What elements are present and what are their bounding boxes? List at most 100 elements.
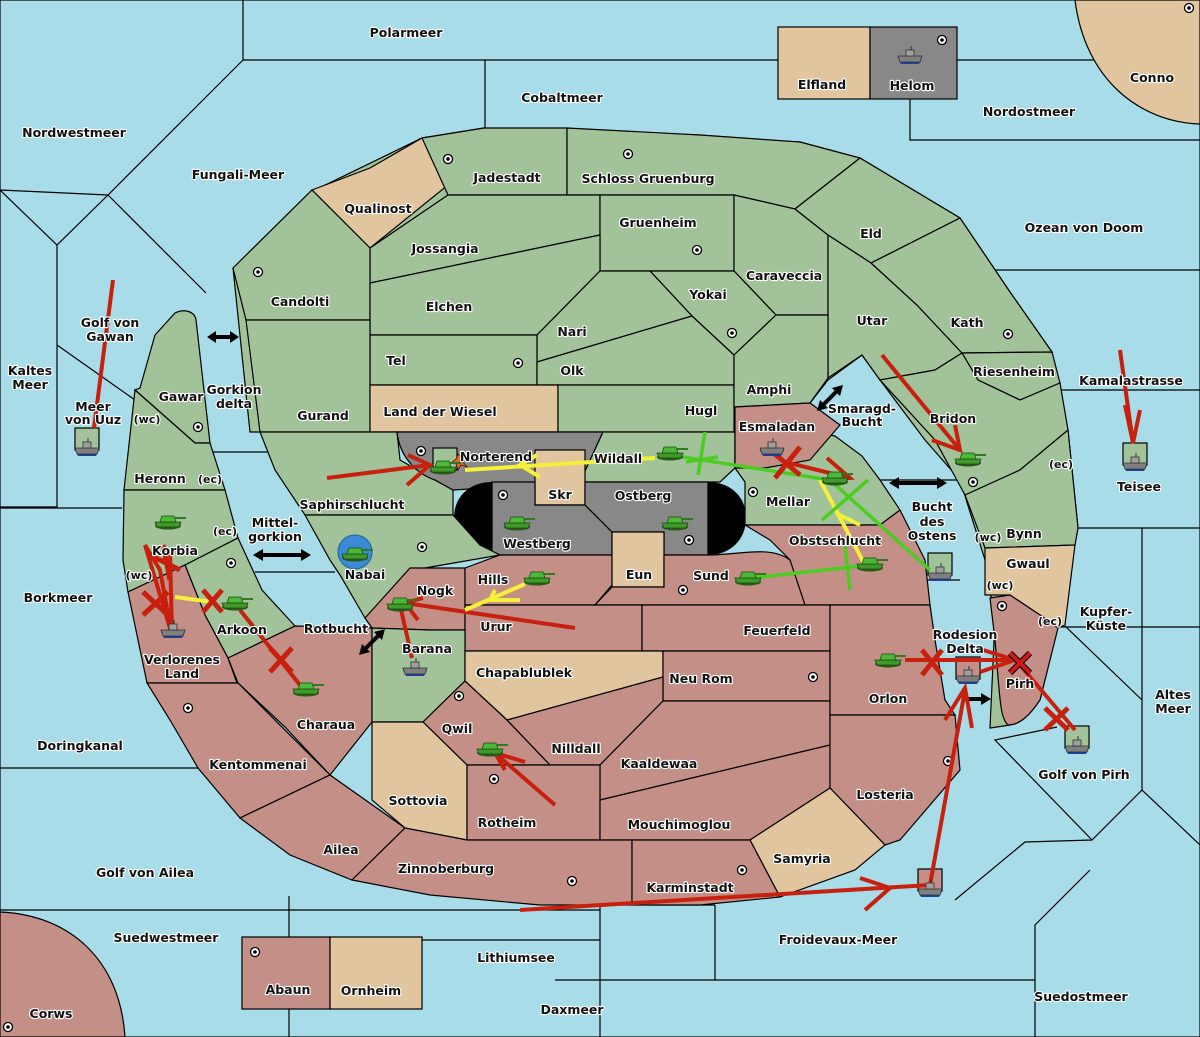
supply-center-icon [967,476,979,488]
territory-amphi[interactable] [733,314,829,408]
order-support [464,582,526,612]
supply-center-icon [2,1021,14,1033]
coast-label-bridon-ec: (ec) [1049,458,1073,471]
label-charaua: Charaua [297,717,355,732]
supply-center-icon [249,946,261,958]
label-froidevaux: Froidevaux-Meer [779,932,898,947]
failed-x-icon [201,588,224,614]
supply-center-icon [512,357,524,369]
label-doringkanal: Doringkanal [37,738,123,753]
label-candolti: Candolti [271,294,330,309]
territory-gruenheim[interactable] [599,194,735,272]
order-support [486,589,520,602]
label-gwaul: Gwaul [1006,556,1049,571]
label-nogk: Nogk [417,583,454,598]
label-norterend: Norterend [460,449,532,464]
label-borkmeer: Borkmeer [24,590,94,605]
label-gorkion: Gorkion [206,382,261,397]
label-elchen: Elchen [426,299,473,314]
failed-x-icon [268,646,294,674]
label-rodesion-2: Delta [946,641,984,656]
label-zinnoberburg: Zinnoberburg [398,861,494,876]
label-qualinost: Qualinost [344,201,411,216]
failed-x-icon [141,590,170,617]
failed-x-icon [920,648,944,677]
label-orlon: Orlon [869,691,908,706]
units [74,45,1148,898]
territory-karminstadt[interactable] [631,839,781,906]
order-move [404,601,576,630]
label-riesenheim: Riesenheim [973,364,1055,379]
dislodged-x-icon [1008,651,1032,675]
label-samyria: Samyria [773,851,831,866]
supply-center-icon [691,244,703,256]
label-ozean: Ozean von Doom [1025,220,1144,235]
label-rotbucht: Rotbucht [304,621,368,636]
order-move [928,689,967,886]
label-kath: Kath [951,315,984,330]
label-nabai: Nabai [345,567,386,582]
coast-label-bynn-wc: (wc) [975,531,1002,544]
label-smaragd: Smaragd- [828,401,896,416]
order-move [943,682,974,729]
order-support [836,512,861,527]
label-helom: Helom [890,78,935,93]
territory-ornheim[interactable] [329,936,423,1010]
supply-center-icon [182,702,194,714]
supply-center-icon [497,489,509,501]
order-support [174,595,213,604]
label-schloss: Schloss Gruenburg [581,171,714,186]
coast-label-gwaul-wc: (wc) [987,579,1014,592]
label-golf-ailea: Golf von Ailea [96,865,194,880]
coast-label-heronn-ec: (ec) [198,473,222,486]
order-move [405,453,434,487]
label-smaragd-2: Bucht [842,414,883,429]
label-tel: Tel [386,353,406,368]
failed-x-icon [148,544,182,581]
impassable-east-cap [708,482,746,555]
supply-center-icon [683,534,695,546]
territory-skr[interactable] [534,449,586,506]
territory-bridon[interactable] [878,352,1069,496]
territory-conno[interactable] [1074,0,1200,125]
territory-samyria[interactable] [749,787,886,898]
label-feuerfeld: Feuerfeld [743,623,810,638]
label-kaaldewaa: Kaaldewaa [621,756,698,771]
label-suedwestmeer: Suedwestmeer [114,930,220,945]
order-move [398,604,414,659]
label-lithiumsee: Lithiumsee [477,950,555,965]
territory-corws[interactable] [0,911,126,1037]
label-hills: Hills [478,572,509,587]
label-polarmeer: Polarmeer [370,25,444,40]
label-altes-2: Meer [1155,701,1191,716]
label-jadestadt: Jadestadt [472,170,540,185]
order-move [326,463,431,480]
supply-center-icon [736,864,748,876]
label-kupfer-2: Küste [1086,618,1126,633]
label-utar: Utar [857,313,889,328]
coast-label-korbia-ec: (ec) [213,525,237,538]
label-westberg: Westberg [503,536,571,551]
label-gruenheim: Gruenheim [619,215,696,230]
label-uuz: Meer [75,399,111,414]
label-caraveccia: Caraveccia [746,268,822,283]
label-olk: Olk [560,363,584,378]
label-amphi: Amphi [747,382,792,397]
territory-elfland[interactable] [777,26,871,100]
supply-center-icon [453,690,465,702]
label-nilldall: Nilldall [551,741,600,756]
label-altes: Altes [1155,687,1191,702]
supply-center-icon [747,486,759,498]
label-golf-gawan-2: Gawan [86,329,134,344]
territory-heronn[interactable] [123,388,226,491]
label-rodesion: Rodesion [933,627,998,642]
order-move [92,279,115,429]
label-neurom: Neu Rom [669,671,732,686]
label-sottovia: Sottovia [389,793,448,808]
coast-label-gwaul-ec: (ec) [1038,615,1062,628]
supply-center-icon [416,541,428,553]
label-uuz-2: von Uuz [65,412,121,427]
label-heronn: Heronn [134,471,186,486]
